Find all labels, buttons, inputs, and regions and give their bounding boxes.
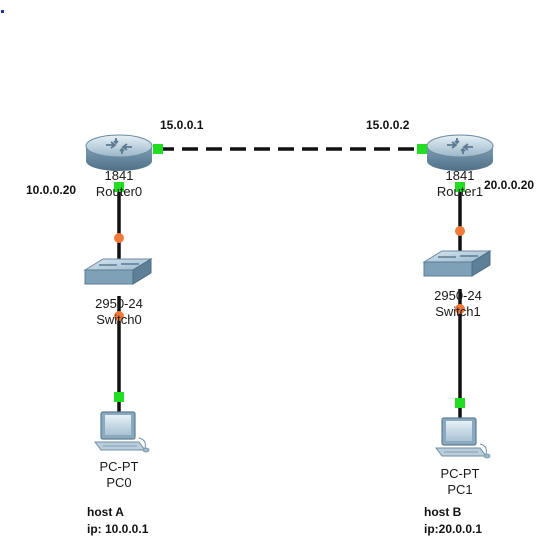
router1-icon[interactable] — [426, 134, 494, 171]
pc1-icon[interactable] — [435, 417, 491, 459]
switch1-label: 2950-24 Switch1 — [434, 288, 482, 320]
switch0-name: Switch0 — [96, 312, 142, 327]
link-up-indicator — [455, 182, 465, 192]
host-a-ip: ip: 10.0.0.1 — [87, 522, 149, 536]
router1-wan-ip-label: 15.0.0.2 — [366, 118, 410, 132]
router0-icon[interactable] — [85, 134, 153, 171]
pc0-icon[interactable] — [94, 411, 150, 453]
link-up-indicator — [153, 144, 163, 154]
switch0-icon[interactable] — [83, 258, 153, 285]
pc1-name: PC1 — [447, 482, 473, 497]
router0-wan-ip-label: 15.0.0.1 — [160, 118, 204, 132]
switch1-icon[interactable] — [422, 250, 492, 277]
router0-model: 1841 — [104, 168, 134, 183]
host-b-ip: ip:20.0.0.1 — [424, 522, 483, 536]
router0-lan-ip-label: 10.0.0.20 — [26, 183, 77, 197]
link-up-indicator — [455, 398, 465, 408]
switch0-label: 2950-24 Switch0 — [95, 296, 143, 328]
router1-model: 1841 — [445, 168, 475, 183]
link-pending-indicator — [114, 311, 124, 321]
pc1-label: PC-PT PC1 — [441, 466, 480, 498]
switch0-model: 2950-24 — [95, 296, 143, 311]
switch1-name: Switch1 — [435, 304, 481, 319]
link-up-indicator — [417, 144, 427, 154]
pc0-label: PC-PT PC0 — [100, 459, 139, 491]
router1-label: 1841 Router1 — [437, 168, 483, 200]
router1-name: Router1 — [436, 184, 484, 199]
link-pending-indicator — [114, 233, 124, 243]
pc0-name: PC0 — [106, 475, 132, 490]
host-a-annotation: host A ip: 10.0.0.1 — [87, 505, 148, 537]
link-up-indicator — [114, 392, 124, 402]
link-indicators — [114, 144, 465, 408]
host-a-title: host A — [87, 505, 124, 519]
pc1-model: PC-PT — [440, 466, 480, 481]
router1-lan-ip-label: 20.0.0.20 — [484, 178, 535, 192]
host-b-annotation: host B ip:20.0.0.1 — [424, 505, 482, 537]
router0-name: Router0 — [95, 184, 143, 199]
cables — [117, 147, 462, 418]
host-b-title: host B — [424, 505, 462, 519]
link-up-indicator — [114, 182, 124, 192]
link-pending-indicator — [455, 304, 465, 314]
corner-marker — [1, 10, 4, 13]
switch1-model: 2950-24 — [434, 288, 482, 303]
link-pending-indicator — [455, 226, 465, 236]
pc0-model: PC-PT — [99, 459, 139, 474]
router0-label: 1841 Router0 — [96, 168, 142, 200]
